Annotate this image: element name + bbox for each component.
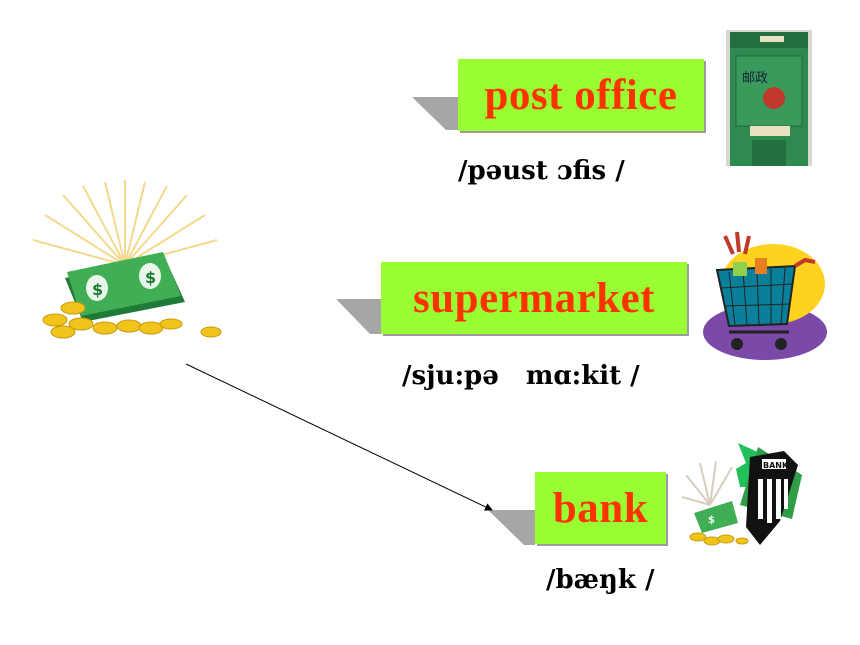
bank-phonetic: /bæŋk / — [546, 565, 655, 595]
bank-building-icon: BANK $ — [681, 443, 802, 546]
mailbox-image: 邮政 — [726, 30, 812, 166]
svg-text:$: $ — [145, 268, 156, 287]
post-office-label: post office — [458, 59, 704, 131]
bank-sign-text: BANK — [763, 461, 789, 470]
bank-label: bank — [535, 472, 666, 544]
post-office-label-text: post office — [484, 71, 678, 119]
supermarket-label-text: supermarket — [413, 274, 655, 322]
svg-text:$: $ — [92, 280, 103, 299]
supermarket-label: supermarket — [381, 262, 687, 334]
supermarket-phonetic: /sju:pə mɑ:kit / — [402, 361, 640, 391]
mailbox-text: 邮政 — [742, 71, 768, 86]
bank-sign — [762, 459, 786, 469]
shopping-cart-icon — [703, 231, 827, 360]
svg-text:$: $ — [708, 515, 715, 526]
money-coins-icon: $ $ — [32, 180, 222, 339]
bank-label-text: bank — [552, 484, 649, 532]
post-office-phonetic: /pəust ɔfis / — [458, 156, 625, 186]
